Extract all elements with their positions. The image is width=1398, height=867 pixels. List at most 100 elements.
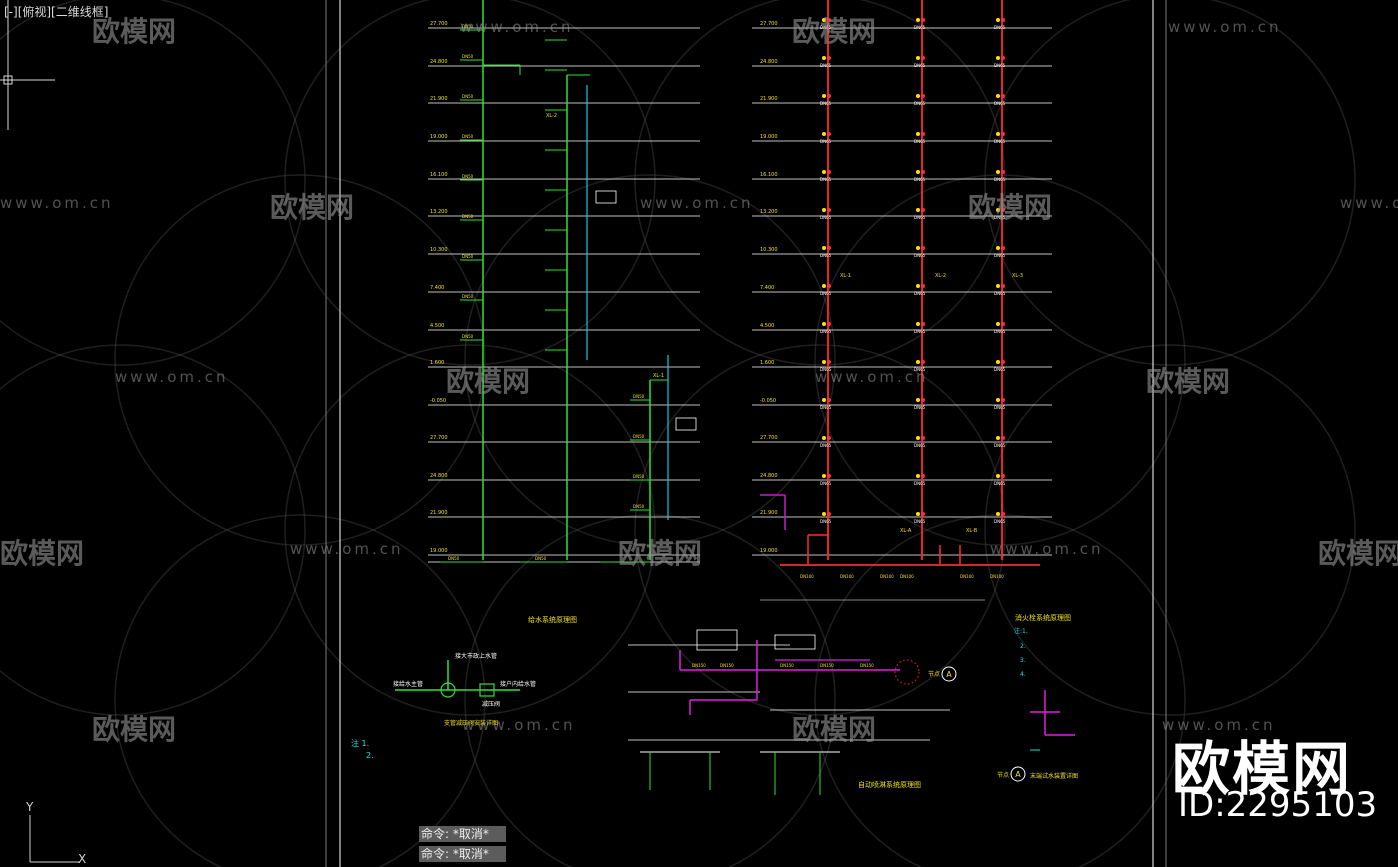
pipe-size-label: DN50 (462, 94, 474, 99)
watermark-url: www.om.cn (290, 540, 404, 558)
pipe-size-label: DN65 (820, 253, 832, 258)
hydrant-symbol (822, 56, 826, 60)
elevation-label: 27.700 (760, 21, 778, 27)
viewport-label[interactable]: [-][俯视][二维线框] (4, 5, 109, 19)
pipe-size-label: DN65 (820, 291, 832, 296)
watermark-arc (284, 344, 656, 716)
elevation-label: 4.500 (760, 323, 774, 329)
watermark-url: www.om.cn (462, 716, 576, 734)
pipe-size-label: DN150 (780, 663, 794, 668)
pipe-size-label: DN65 (914, 253, 926, 258)
hydrant-symbol (827, 474, 831, 478)
elevation-label: -0.050 (760, 398, 776, 404)
pipe-size-label: DN65 (994, 443, 1006, 448)
note-label: 4. (1020, 671, 1026, 678)
hydrant-symbol (916, 208, 920, 212)
elevation-label: 24.800 (430, 59, 448, 65)
pump-box (696, 629, 738, 651)
pipe-size-label: DN65 (994, 405, 1006, 410)
hydrant-symbol (916, 170, 920, 174)
pipe-size-label: DN150 (820, 663, 834, 668)
hydrant-symbol (921, 246, 925, 250)
elevation-label: 27.700 (760, 435, 778, 441)
hydrant-symbol (921, 474, 925, 478)
pipe-size-label: DN50 (633, 434, 645, 439)
node-marker (1010, 766, 1026, 782)
valve-symbol (479, 683, 495, 697)
pipe-size-label: DN65 (994, 63, 1006, 68)
ucs-x-label: X (78, 852, 87, 866)
hydrant-symbol (916, 18, 920, 22)
watermark-url: www.om.cn (115, 368, 229, 386)
node-label: 节点 (997, 771, 1009, 779)
hydrant-symbol (822, 94, 826, 98)
riser-label: XL-A (900, 528, 912, 534)
ucs-y-label: Y (26, 800, 34, 814)
watermark-logo: 欧模网 (1318, 537, 1398, 570)
hydrant-symbol (996, 94, 1000, 98)
hydrant-symbol (822, 398, 826, 402)
hydrant-symbol (916, 56, 920, 60)
elevation-label: 7.400 (760, 285, 774, 291)
elevation-label: 19.000 (760, 134, 778, 140)
node-letter: A (1015, 770, 1021, 779)
pipe-size-label: DN65 (914, 519, 926, 524)
hydrant-symbol (921, 208, 925, 212)
pipe-size-label: DN50 (462, 334, 474, 339)
pipe-size-label: DN65 (820, 25, 832, 30)
elevation-label: 1.600 (430, 360, 444, 366)
pipe-size-label: DN50 (633, 474, 645, 479)
watermark-url: www.om.cn (460, 18, 574, 36)
hydrant-symbol (1001, 436, 1005, 440)
elevation-label: 24.800 (760, 473, 778, 479)
hydrant-symbol (916, 398, 920, 402)
valve-symbol (440, 682, 456, 698)
pipe-size-label: DN65 (820, 215, 832, 220)
brand-id: ID:2295103 (1178, 785, 1378, 825)
hydrant-symbol (996, 56, 1000, 60)
watermark-url: www.om.cn (815, 368, 929, 386)
hydrant-symbol (1001, 18, 1005, 22)
drawing-title: 给水系统原理图 (528, 615, 577, 624)
pipe-size-label: DN65 (994, 25, 1006, 30)
hydrant-symbol (827, 284, 831, 288)
pipe-size-label: DN50 (462, 254, 474, 259)
pipe-size-label: DN65 (994, 101, 1006, 106)
pipe-size-label: DN65 (914, 443, 926, 448)
pipe-size-label: DN65 (994, 329, 1006, 334)
pipe-size-label: DN65 (994, 519, 1006, 524)
hydrant-symbol (827, 132, 831, 136)
hydrant-symbol (1001, 170, 1005, 174)
elevation-label: 10.300 (430, 247, 448, 253)
hydrant-symbol (822, 246, 826, 250)
hydrant-symbol (1001, 398, 1005, 402)
pipe-size-label: DN65 (820, 519, 832, 524)
hydrant-symbol (1001, 132, 1005, 136)
pipe-size-label: DN65 (914, 405, 926, 410)
hydrant-symbol (827, 170, 831, 174)
watermark-url: www.om.cn (990, 540, 1104, 558)
hydrant-symbol (996, 18, 1000, 22)
watermark-arc (814, 514, 1186, 867)
pipe-size-label: DN100 (900, 574, 914, 579)
pipe-size-label: DN150 (692, 663, 706, 668)
pipe-size-label: DN50 (462, 294, 474, 299)
pipe-size-label: DN65 (820, 329, 832, 334)
pipe-size-label: DN50 (462, 54, 474, 59)
watermark-logo: 欧模网 (792, 713, 877, 746)
hydrant-symbol (921, 284, 925, 288)
hydrant-symbol (996, 474, 1000, 478)
hydrant-symbol (827, 512, 831, 516)
hydrant-symbol (822, 322, 826, 326)
watermark-logo: 欧模网 (1146, 365, 1231, 398)
elevation-label: 7.400 (430, 285, 444, 291)
hydrant-symbol (827, 246, 831, 250)
pipe-size-label: DN100 (800, 574, 814, 579)
pipe-size-label: DN50 (633, 504, 645, 509)
hydrant-symbol (1001, 246, 1005, 250)
hydrant-symbol (822, 208, 826, 212)
hydrant-symbol (916, 436, 920, 440)
riser-label: XL-1 (840, 273, 851, 279)
